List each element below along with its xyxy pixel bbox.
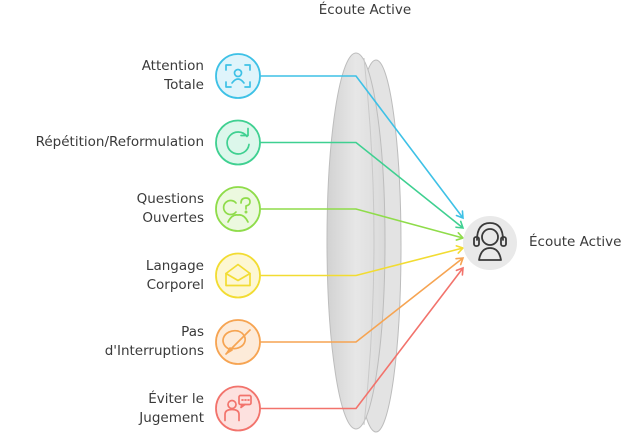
output-node: [463, 216, 517, 270]
connector-line: [260, 75, 464, 219]
input-label: Pas d'Interruptions: [104, 324, 204, 359]
open-envelope-icon: [225, 263, 251, 287]
output-label: Écoute Active: [529, 234, 622, 250]
input-node: [215, 252, 261, 299]
connector-line: [260, 208, 464, 239]
input-node: [215, 385, 261, 432]
connector-line: [260, 257, 464, 343]
refresh-arrow-icon: [226, 127, 250, 155]
input-label: Attention Totale: [141, 58, 204, 93]
input-node: [215, 119, 261, 166]
input-node: [215, 186, 261, 232]
arrow-head: [455, 232, 465, 241]
connector-line: [260, 267, 464, 410]
arrow-head: [455, 245, 465, 254]
arrow-head: [455, 210, 464, 220]
connector-line: [260, 141, 464, 229]
input-label: Éviter le Jugement: [139, 390, 204, 426]
input-circles: [215, 53, 261, 432]
person-question-icon: [222, 197, 251, 223]
no-speech-icon: [222, 329, 251, 355]
arrow-head: [455, 220, 465, 229]
headset-person-icon: [473, 222, 507, 261]
user-focus-icon: [225, 64, 251, 88]
arrow-head: [455, 266, 464, 276]
diagram-title: Écoute Active: [318, 2, 412, 18]
lens: [326, 52, 402, 433]
connector-line: [260, 247, 464, 277]
input-label: Répétition/Reformulation: [35, 134, 204, 150]
person-chat-icon: [224, 394, 252, 422]
connector-lines: [260, 75, 465, 410]
arrow-head: [455, 257, 465, 266]
input-label: Langage Corporel: [145, 257, 204, 293]
input-label: Questions Ouvertes: [136, 191, 204, 226]
